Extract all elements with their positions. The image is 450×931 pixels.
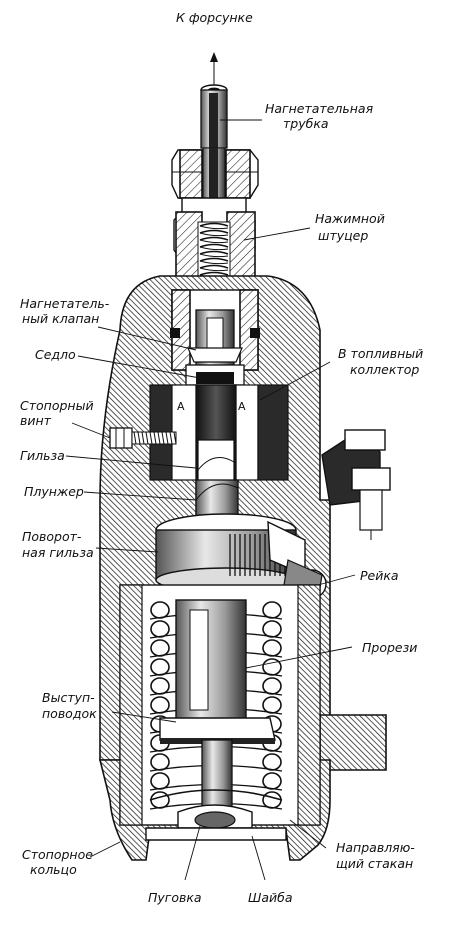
- label-slots: Прорези: [362, 640, 417, 655]
- label-seat: Седло: [35, 347, 76, 362]
- label-delivery-tube: Нагнетательная: [265, 101, 374, 116]
- label-guide-cup-2: щий стакан: [336, 856, 413, 871]
- label-button: Пуговка: [148, 890, 202, 905]
- label-pressure-fitting: Нажимной: [315, 211, 385, 226]
- label-delivery-valve: Нагнетатель-: [20, 296, 110, 311]
- label-lock-ring: Стопорное: [22, 847, 93, 862]
- label-lock-screw-2: винт: [20, 413, 52, 428]
- label-pressure-fitting-2: штуцер: [318, 228, 368, 243]
- label-chamber-a-left: А: [177, 400, 185, 413]
- labels: К форсунке Нагнетательная трубка Нажимно…: [20, 10, 423, 905]
- washer: [145, 827, 287, 841]
- plunger: [195, 479, 239, 521]
- flow-arrow: [210, 52, 218, 88]
- delivery-tube: [200, 84, 228, 149]
- guide-cup: [175, 599, 247, 721]
- label-lug-2: поводок: [42, 706, 97, 721]
- label-chamber-a-right: А: [238, 400, 246, 413]
- label-sleeve: Гильза: [20, 448, 65, 463]
- union-nut: [171, 147, 259, 201]
- label-fuel-gallery-2: коллектор: [350, 362, 419, 377]
- label-rack: Рейка: [360, 568, 399, 583]
- label-washer: Шайба: [248, 890, 293, 905]
- label-plunger: Плунжер: [24, 484, 84, 499]
- valve-seat: [185, 364, 245, 386]
- label-lug: Выступ-: [42, 690, 95, 705]
- lock-screw: [109, 427, 177, 449]
- label-delivery-valve-2: ный клапан: [22, 311, 99, 326]
- leader-lines: [65, 119, 356, 881]
- delivery-valve: [187, 309, 243, 373]
- label-to-injector: К форсунке: [176, 10, 253, 25]
- plunger-stem: [149, 739, 283, 829]
- label-guide-cup: Направляю-: [336, 840, 415, 855]
- upper-bore: [170, 289, 260, 371]
- rack-block: [321, 429, 391, 540]
- label-delivery-tube-2: трубка: [283, 116, 329, 131]
- label-lock-screw: Стопорный: [20, 398, 94, 413]
- label-lock-ring-2: кольцо: [30, 862, 77, 877]
- label-fuel-gallery: В топливный: [338, 346, 423, 361]
- label-rotary-sleeve: Поворот-: [22, 529, 82, 544]
- label-rotary-sleeve-2: ная гильза: [22, 545, 94, 560]
